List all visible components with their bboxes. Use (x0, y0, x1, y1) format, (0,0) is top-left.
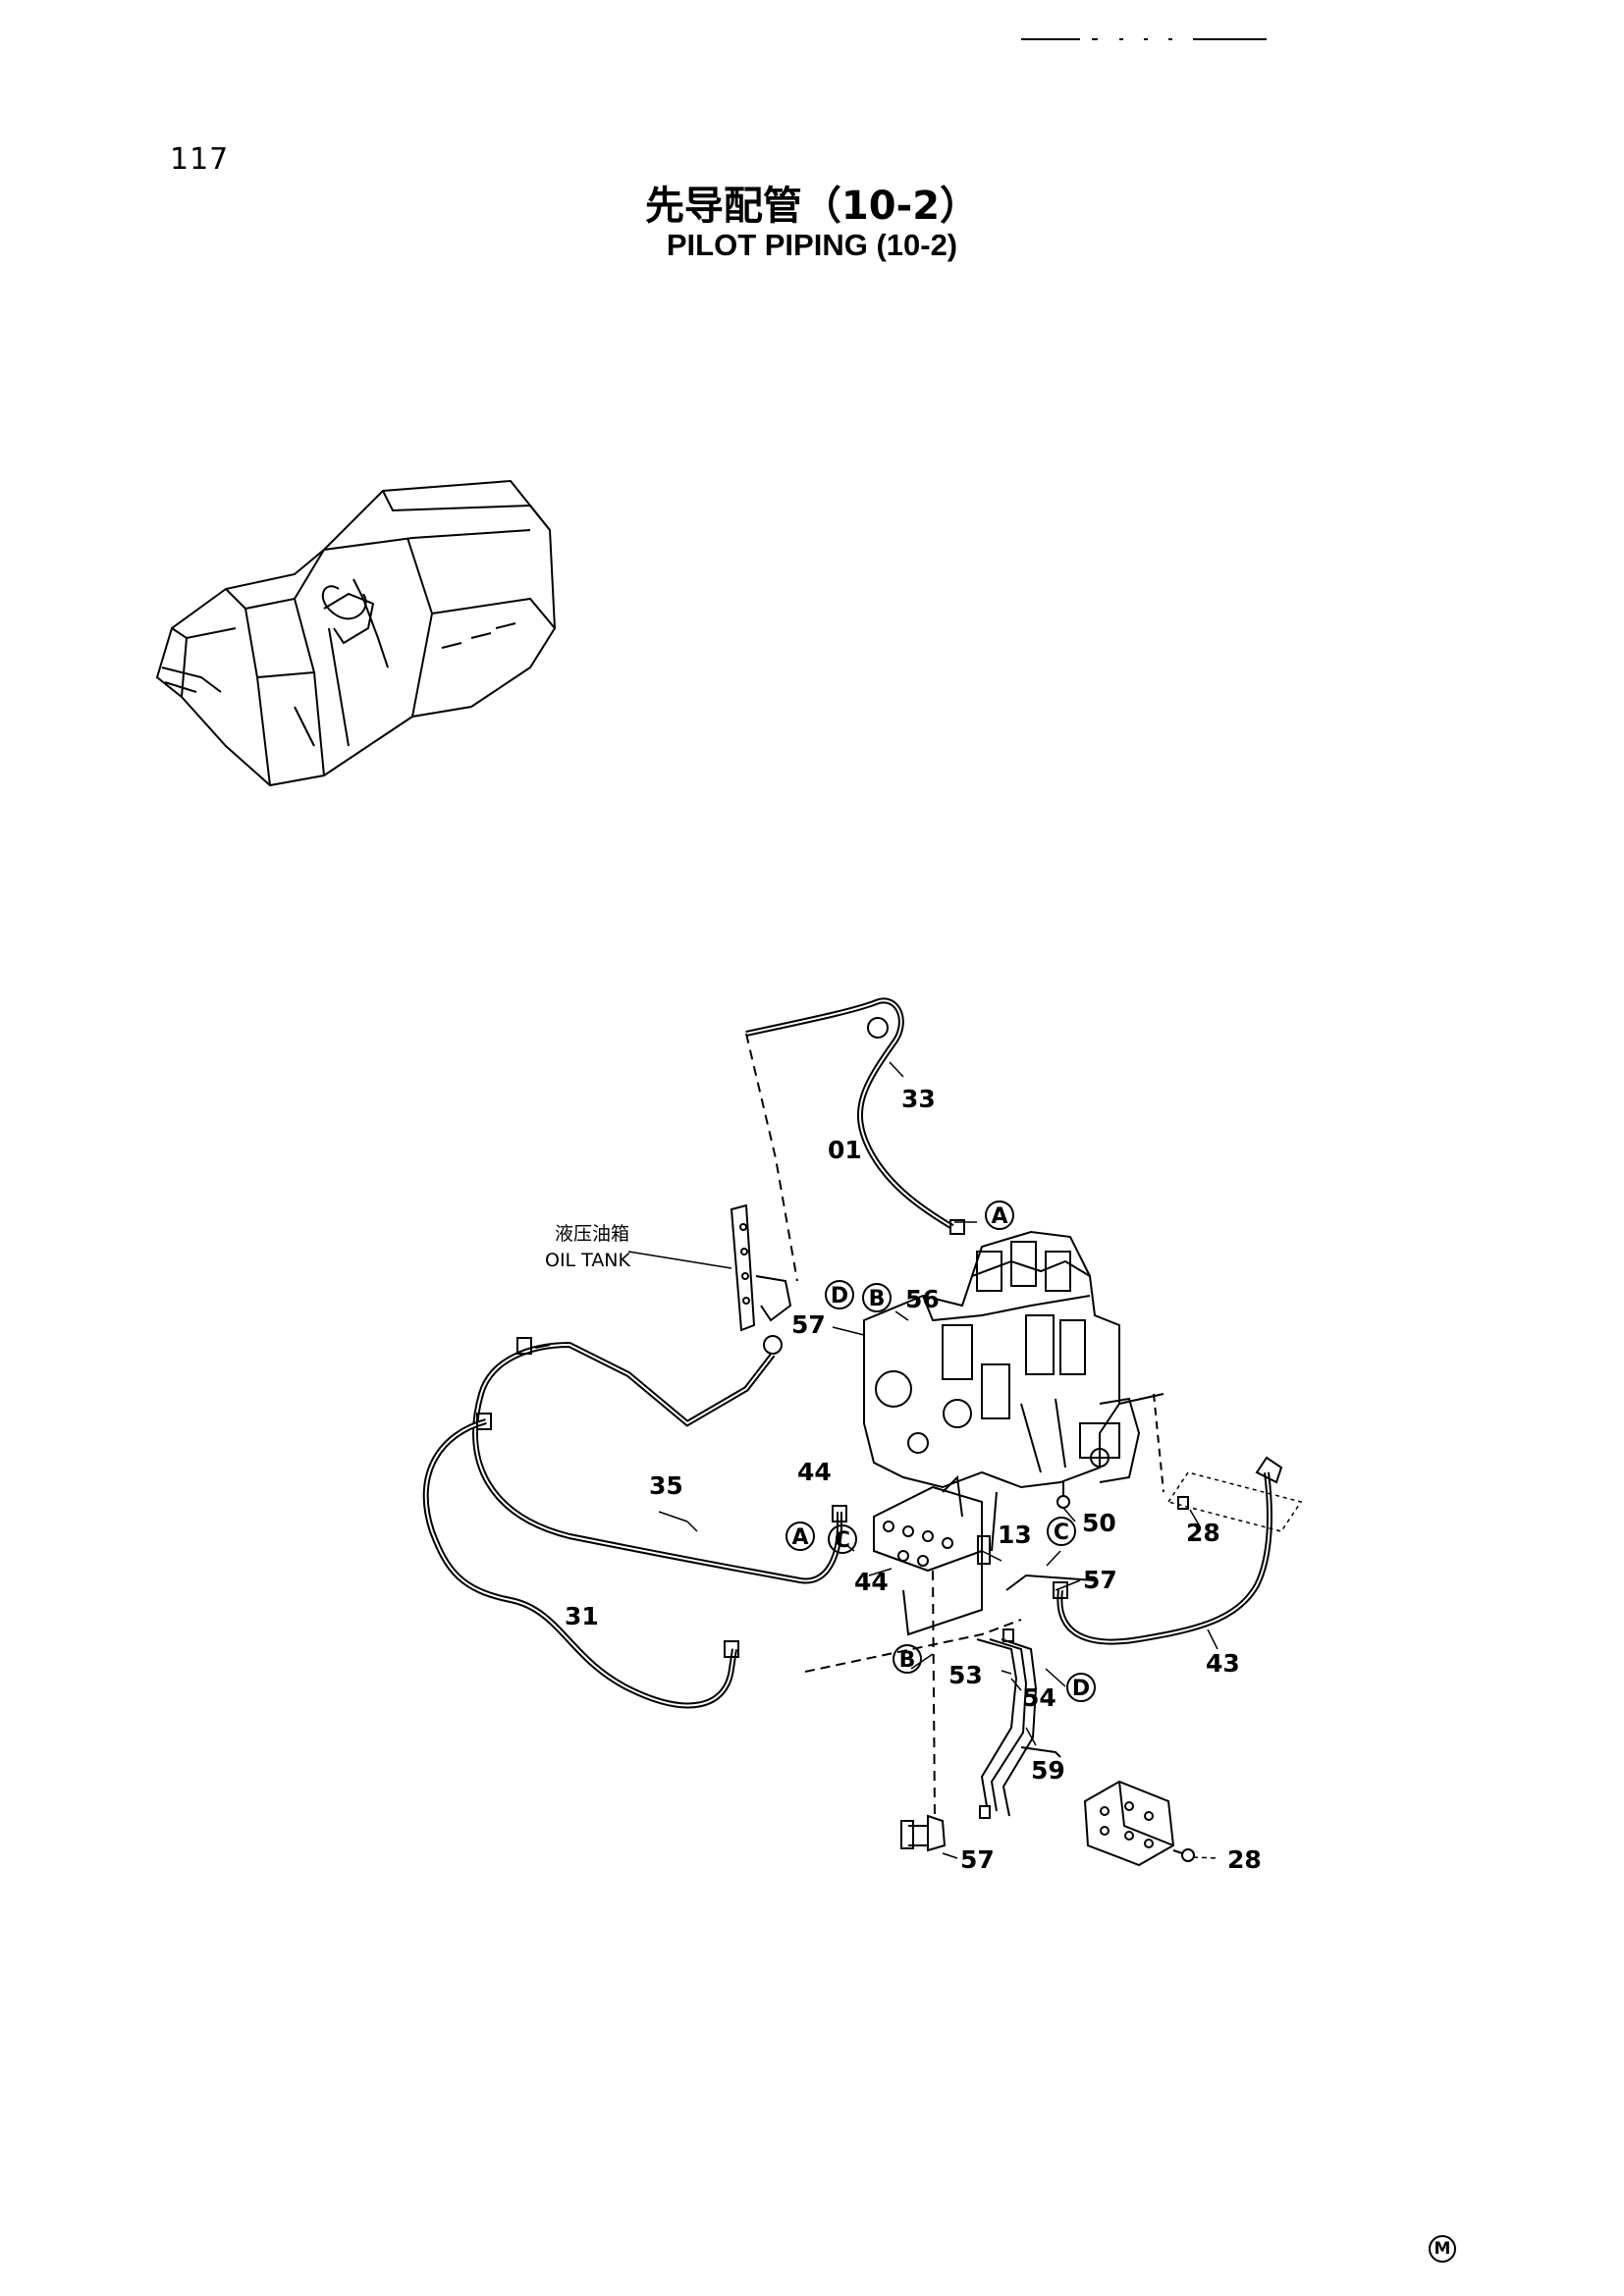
pipe-assembly-53-54-59 (976, 1629, 1061, 1819)
header-tick-marks (1021, 38, 1267, 40)
marker-c-right: C (1054, 1521, 1069, 1545)
pilot-piping-schematic (422, 997, 1303, 1867)
part-label-43: 43 (1206, 1649, 1240, 1678)
hose-35 (472, 1341, 842, 1584)
part-label-57-bottom: 57 (960, 1845, 995, 1874)
part-label-28: 28 (1186, 1519, 1220, 1547)
part-label-57-right: 57 (1083, 1566, 1117, 1594)
part-label-28-bottom: 28 (1227, 1845, 1262, 1874)
page-number: 117 (170, 142, 230, 177)
marker-a-left: A (791, 1525, 808, 1550)
control-valve-block (863, 1230, 1164, 1509)
manifold-block (873, 1474, 991, 1573)
footer-mark: M (1429, 2235, 1456, 2263)
part-label-59: 59 (1031, 1756, 1065, 1785)
part-label-50: 50 (1082, 1509, 1116, 1537)
part-label-01: 01 (828, 1136, 862, 1164)
part-label-57: 57 (791, 1310, 826, 1339)
page-title-english: PILOT PIPING (10-2) (666, 228, 958, 262)
marker-b-bottom: B (899, 1648, 916, 1673)
part-label-35: 35 (649, 1471, 683, 1500)
hose-01 (745, 997, 954, 1230)
marker-c-left: C (835, 1528, 850, 1553)
part-label-44: 44 (797, 1458, 832, 1486)
marker-b-top: B (869, 1287, 886, 1311)
oil-tank-bracket (730, 1203, 756, 1332)
oil-tank-label-english: OIL TANK (545, 1250, 631, 1271)
part-label-44-lower: 44 (854, 1568, 889, 1596)
oil-tank-label-chinese: 液压油箱 (555, 1223, 629, 1245)
part-label-54: 54 (1022, 1683, 1056, 1712)
part-label-13: 13 (998, 1521, 1032, 1549)
connection-markers (785, 1201, 1096, 1702)
part-label-56: 56 (905, 1285, 940, 1313)
part-label-53: 53 (948, 1661, 983, 1689)
part-number-labels: 01 33 57 56 44 35 31 44 13 50 28 57 43 5… (545, 1085, 1262, 1874)
marker-a-top: A (991, 1204, 1007, 1229)
marker-d-bottom: D (1072, 1677, 1090, 1701)
marker-d-top: D (831, 1284, 848, 1308)
hose-31 (422, 1418, 737, 1709)
part-label-31: 31 (565, 1602, 599, 1630)
page-title-chinese: 先导配管（10-2） (644, 184, 980, 229)
excavator-locator-illustration (155, 479, 557, 787)
solenoid-valve-block (1083, 1780, 1195, 1867)
hose-43 (1056, 1471, 1272, 1645)
part-label-33: 33 (901, 1085, 936, 1113)
